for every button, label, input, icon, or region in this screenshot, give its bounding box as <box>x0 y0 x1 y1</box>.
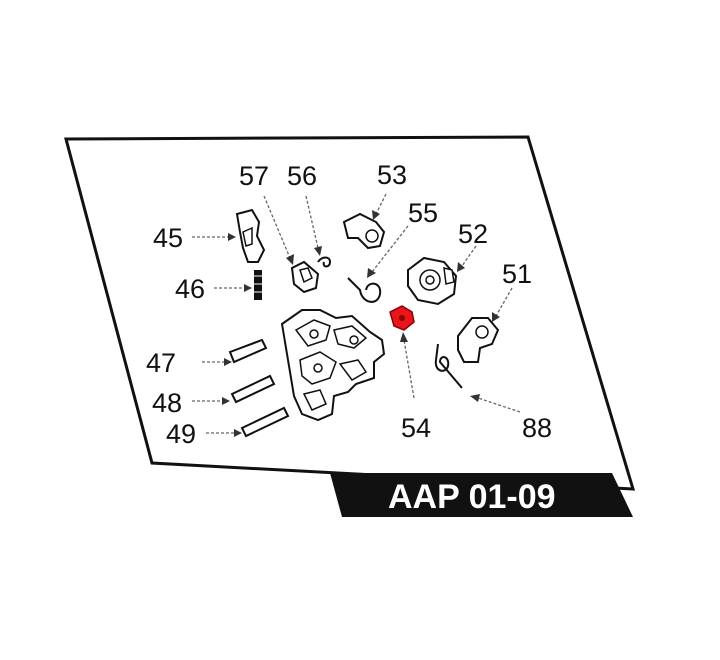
label-54: 54 <box>401 413 431 443</box>
part-49-pin <box>240 406 290 438</box>
label-48: 48 <box>152 388 182 418</box>
code-badge: AAP 01-09 <box>330 473 633 517</box>
part-47-pin <box>228 338 268 364</box>
label-51: 51 <box>502 259 532 289</box>
label-45: 45 <box>153 223 183 253</box>
part-53 <box>342 212 386 250</box>
leader-arrows <box>192 193 521 437</box>
label-88: 88 <box>522 413 552 443</box>
part-46-spring <box>254 270 262 300</box>
part-number-labels: 57 56 53 55 45 52 46 51 47 48 49 54 88 <box>146 160 552 449</box>
part-51 <box>457 317 500 363</box>
part-57 <box>290 260 320 294</box>
part-45-trigger <box>235 208 266 263</box>
label-52: 52 <box>458 219 488 249</box>
label-53: 53 <box>377 160 407 190</box>
part-52 <box>407 256 458 306</box>
label-55: 55 <box>408 198 438 228</box>
part-55-spring <box>347 277 382 303</box>
label-49: 49 <box>166 419 196 449</box>
part-54-highlighted <box>389 305 415 331</box>
part-48-pin <box>230 374 276 404</box>
label-56: 56 <box>287 161 317 191</box>
label-47: 47 <box>146 348 176 378</box>
part-88-spring <box>434 343 463 389</box>
code-label: AAP 01-09 <box>388 478 556 516</box>
part-56-spring <box>317 256 332 268</box>
label-57: 57 <box>239 161 269 191</box>
label-46: 46 <box>175 274 205 304</box>
trigger-housing <box>280 309 386 422</box>
